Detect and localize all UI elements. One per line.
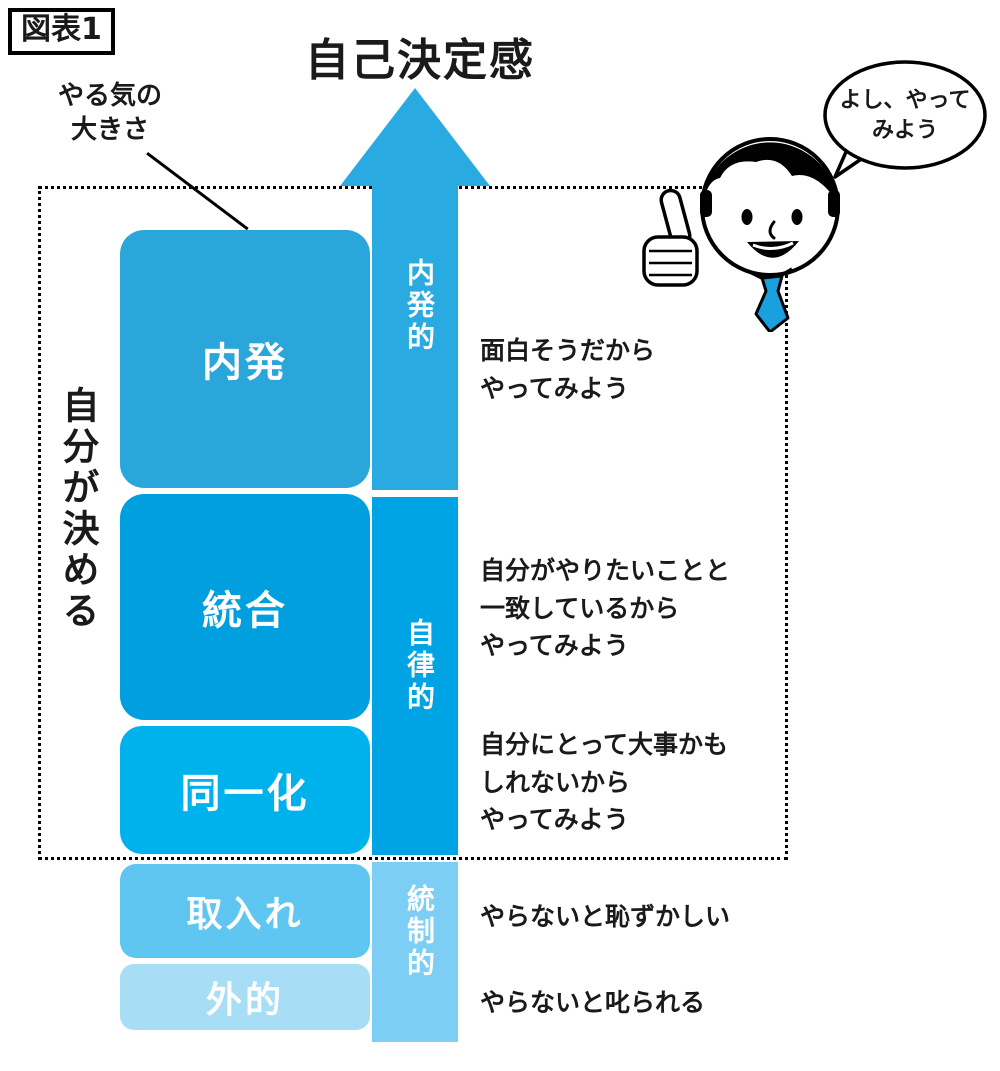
arrow-segment-label-intrinsic: 内発的 [403, 258, 436, 354]
face-icon [700, 137, 840, 277]
figure-number-label: 図表1 [8, 8, 115, 55]
level-label: 取入れ [186, 894, 304, 935]
arrow-up-icon [340, 88, 490, 186]
speech-bubble-text: よし、やって みよう [839, 88, 971, 143]
arrow-segment-label-controlled: 統制的 [403, 884, 436, 980]
level-description-intrinsic: 面白そうだから やってみよう [480, 336, 656, 403]
motivation-size-label: やる気の 大きさ [57, 81, 162, 145]
level-box-integration: 統合 [120, 494, 370, 720]
level-description-introjection: やらないと恥ずかしい [480, 902, 731, 931]
level-box-external: 外的 [120, 964, 370, 1030]
level-description-integration: 自分がやりたいことと 一致しているから やってみよう [480, 556, 731, 660]
arrow-segment-autonomous [372, 497, 458, 855]
level-description-external: やらないと叱られる [480, 988, 706, 1017]
level-label: 内発 [202, 340, 288, 386]
arrow-segment-controlled [372, 862, 458, 1042]
tie-icon [747, 267, 793, 332]
level-box-introjection: 取入れ [120, 864, 370, 958]
speech-bubble [823, 60, 987, 170]
level-box-intrinsic: 内発 [120, 230, 370, 488]
level-label: 同一化 [180, 771, 310, 817]
page-title: 自己決定感 [305, 35, 535, 86]
level-description-identification: 自分にとって大事かも しれないから やってみよう [480, 730, 729, 834]
level-label: 外的 [205, 980, 284, 1021]
left-axis-label: 自分が決める [56, 386, 99, 632]
level-box-identification: 同一化 [120, 726, 370, 854]
arrow-segment-label-autonomous: 自律的 [403, 618, 436, 714]
thumbs-up-icon [642, 188, 699, 287]
level-label: 統合 [202, 588, 288, 634]
character-illustration [642, 60, 987, 332]
arrow-segment-intrinsic [372, 184, 458, 490]
